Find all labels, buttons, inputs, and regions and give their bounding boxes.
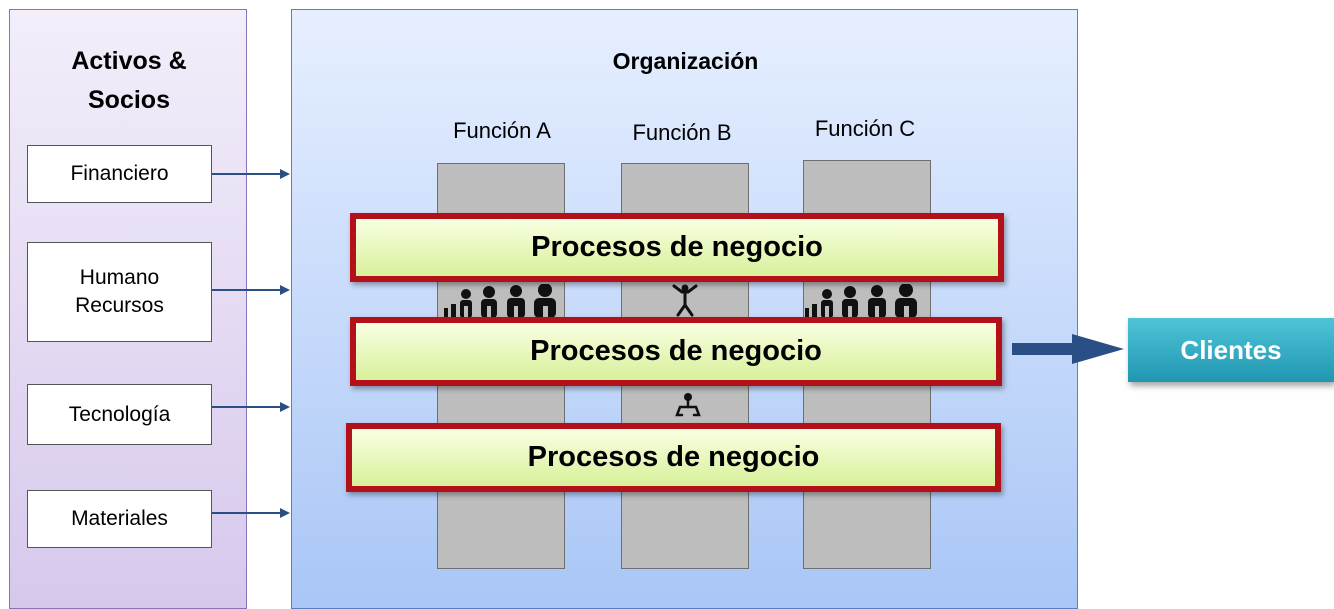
people-group-icon — [444, 284, 556, 318]
asset-human-resources: Humano Recursos — [27, 242, 212, 342]
clients-box: Clientes — [1128, 318, 1334, 382]
asset-financial: Financiero — [27, 145, 212, 203]
assets-title: Activos & Socios — [71, 47, 187, 114]
asset-materials: Materiales — [27, 490, 212, 548]
climbing-person-icon — [672, 284, 698, 317]
business-process-bar-3: Procesos de negocio — [346, 423, 1001, 492]
arrow-to-clients — [1012, 334, 1124, 364]
connector-arrows — [212, 169, 1124, 518]
function-a-label: Función A — [453, 118, 551, 143]
crouching-person-icon — [675, 393, 701, 417]
business-process-bar-2: Procesos de negocio — [350, 317, 1002, 386]
business-process-bar-1: Procesos de negocio — [350, 213, 1004, 282]
organization-title: Organización — [612, 48, 759, 74]
function-c-label: Función C — [814, 116, 916, 141]
asset-technology: Tecnología — [27, 384, 212, 445]
function-b-label: Función B — [632, 120, 732, 145]
people-group-icon — [805, 284, 917, 318]
